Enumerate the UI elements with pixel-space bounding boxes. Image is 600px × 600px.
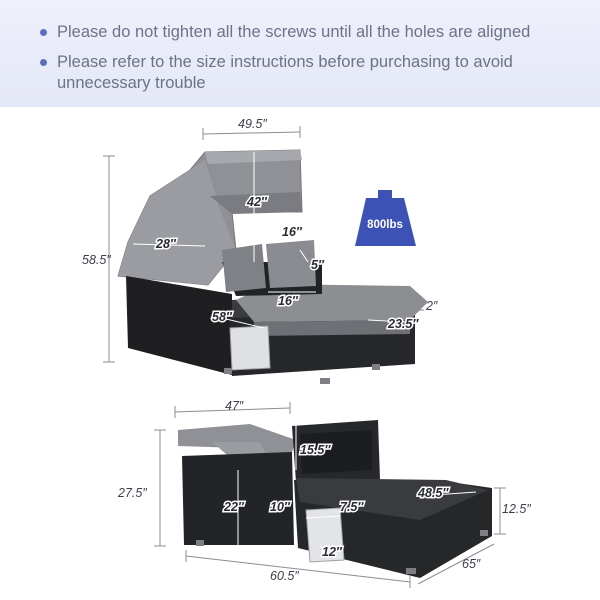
- daybed-front-view: [117, 149, 428, 384]
- dim-canopy-depth: 28″: [155, 237, 177, 251]
- dim-total-depth: 65″: [462, 557, 481, 571]
- note-size: Please refer to the size instructions be…: [40, 52, 557, 94]
- bullet-icon: [40, 59, 47, 66]
- dim-table-height: 12″: [322, 545, 343, 559]
- daybed-open-view: [178, 420, 492, 578]
- weight-label: 800lbs: [367, 219, 403, 231]
- dim-width: 49.5″: [238, 117, 267, 131]
- dim-height: 27.5″: [117, 486, 147, 500]
- dim-seat-depth: 23.5″: [387, 317, 419, 331]
- instruction-banner: Please do not tighten all the screws unt…: [0, 0, 600, 107]
- dim-width: 47″: [225, 399, 244, 413]
- dim-total-length: 60.5″: [270, 569, 299, 583]
- dim-cushion-thickness: 2″: [425, 299, 438, 313]
- dim-table-depth: 7.5″: [340, 500, 364, 514]
- dim-pillow-thickness: 5″: [311, 258, 325, 272]
- bullet-icon: [40, 29, 47, 36]
- dim-side-height: 12.5″: [502, 502, 531, 516]
- dim-height: 58.5″: [82, 253, 111, 267]
- dim-pillow-width: 16″: [278, 294, 299, 308]
- dim-arm-height: 22″: [223, 500, 245, 514]
- dim-backrest: 15.5″: [300, 443, 331, 457]
- dim-seat-length: 48.5″: [417, 486, 449, 500]
- dim-canopy-height: 42″: [246, 195, 268, 209]
- dim-seat-length: 58″: [212, 310, 233, 324]
- dim-pillow-size: 16″: [282, 225, 303, 239]
- dim-table-width: 10″: [270, 500, 291, 514]
- note-screws: Please do not tighten all the screws unt…: [40, 22, 557, 43]
- weight-capacity-badge: 800lbs: [355, 190, 416, 246]
